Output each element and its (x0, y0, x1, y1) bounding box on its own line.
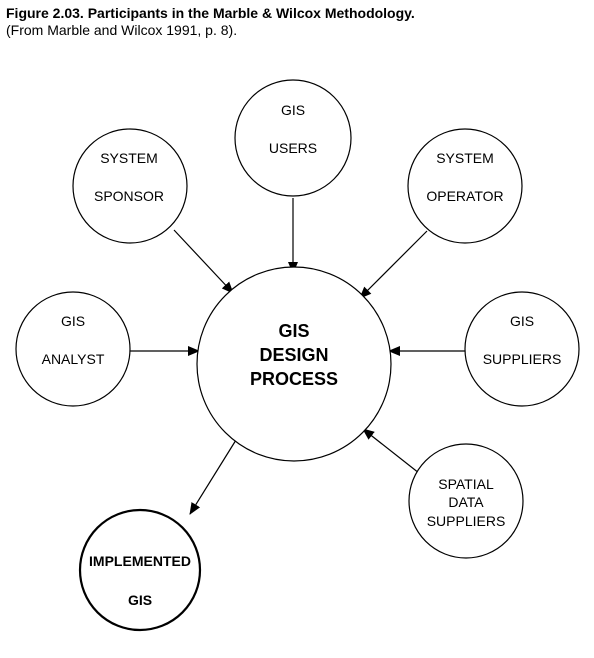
node-gis-suppliers-line1: GIS (510, 313, 534, 329)
node-spatial-data-suppliers-line2: DATA (448, 494, 484, 510)
edges (130, 198, 465, 515)
node-gis-analyst-line1: GIS (61, 313, 85, 329)
edge-spatial-data-suppliers-to-design-process (362, 428, 425, 478)
edge-system-operator-to-design-process (359, 230, 428, 299)
node-gis-suppliers-line2: SUPPLIERS (483, 351, 562, 367)
node-design-process-line1: GIS (278, 321, 309, 341)
edge-design-process-to-implemented-gis (189, 439, 237, 515)
node-gis-analyst-line2: ANALYST (42, 351, 105, 367)
node-system-operator-line1: SYSTEM (436, 150, 494, 166)
node-design-process-line3: PROCESS (250, 369, 338, 389)
node-gis-analyst: GIS ANALYST (15, 291, 131, 407)
node-spatial-data-suppliers-line3: SUPPLIERS (427, 513, 506, 529)
node-implemented-gis: IMPLEMENTED GIS (78, 508, 202, 632)
node-system-sponsor-line1: SYSTEM (100, 150, 158, 166)
node-gis-users-line1: GIS (281, 102, 305, 118)
node-spatial-data-suppliers-line1: SPATIAL (438, 476, 494, 492)
figure-source: (From Marble and Wilcox 1991, p. 8). (6, 22, 238, 38)
node-implemented-gis-line2: GIS (128, 592, 152, 608)
figure-title-line: Figure 2.03. Participants in the Marble … (6, 5, 586, 22)
node-system-sponsor-line2: SPONSOR (94, 188, 164, 204)
node-system-operator: SYSTEM OPERATOR (407, 128, 523, 244)
node-spatial-data-suppliers: SPATIAL DATA SUPPLIERS (408, 443, 524, 559)
node-gis-users-line2: USERS (269, 140, 317, 156)
node-system-sponsor: SYSTEM SPONSOR (72, 128, 188, 244)
node-gis-users: GIS USERS (234, 79, 352, 197)
node-design-process-line2: DESIGN (259, 345, 328, 365)
node-gis-suppliers: GIS SUPPLIERS (464, 291, 580, 407)
figure-label: Figure 2.03. (6, 5, 84, 21)
figure-title: Participants in the Marble & Wilcox Meth… (87, 5, 415, 21)
edge-system-sponsor-to-design-process (173, 229, 234, 294)
node-design-process: GIS DESIGN PROCESS (196, 266, 392, 462)
figure-caption: Figure 2.03. Participants in the Marble … (6, 5, 586, 39)
node-implemented-gis-line1: IMPLEMENTED (89, 553, 191, 569)
node-system-operator-line2: OPERATOR (426, 188, 503, 204)
